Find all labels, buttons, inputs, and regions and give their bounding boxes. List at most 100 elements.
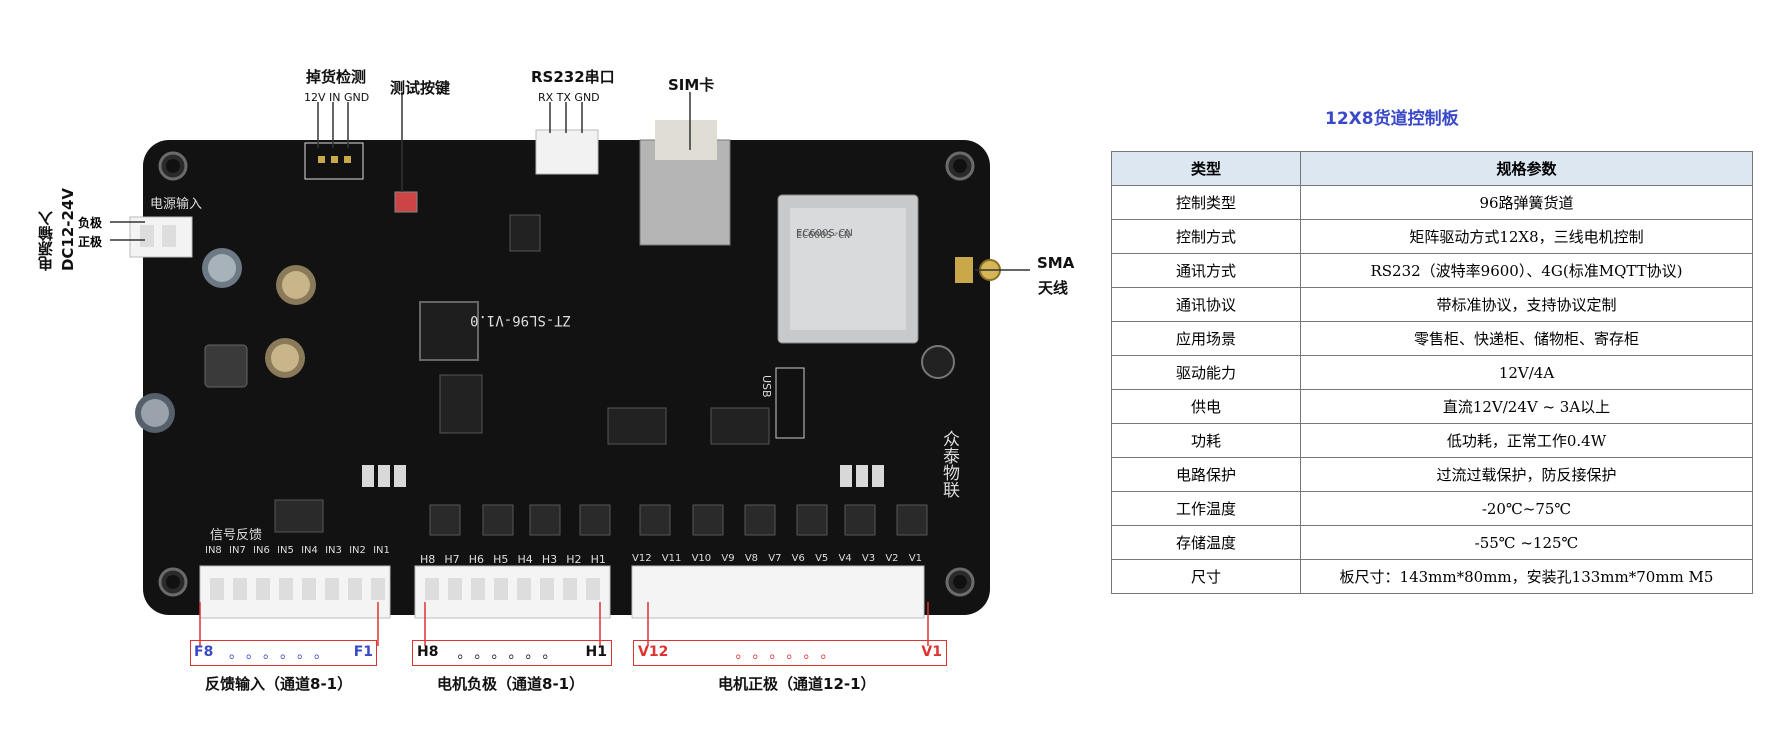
motor-pos-caption: 电机正极（通道12-1） bbox=[718, 675, 876, 693]
pin-label: IN2 bbox=[349, 545, 366, 556]
board-name-silk: ZT-SL96-V1.0 bbox=[470, 312, 572, 328]
pin-label: V7 bbox=[768, 553, 782, 564]
pin-label: IN8 bbox=[205, 545, 222, 556]
motor-pos-connector-box: V12 。。。。。。 V1 bbox=[633, 640, 947, 666]
table-row: 存储温度-55℃ ~125℃ bbox=[1111, 525, 1753, 560]
motor-neg-connector-box: H8 。。。。。。 H1 bbox=[412, 640, 612, 666]
spec-key: 应用场景 bbox=[1111, 321, 1301, 356]
test-key-label: 测试按键 bbox=[390, 79, 451, 97]
pin-label: H3 bbox=[541, 553, 558, 566]
spec-value: 96路弹簧货道 bbox=[1300, 185, 1753, 220]
pos-label: 正极 bbox=[78, 235, 103, 249]
spec-key: 功耗 bbox=[1111, 423, 1301, 458]
spec-key: 尺寸 bbox=[1111, 559, 1301, 594]
connector-dots: 。。。。。。 bbox=[229, 646, 338, 662]
spec-value: 低功耗，正常工作0.4W bbox=[1300, 423, 1753, 458]
header-spec: 规格参数 bbox=[1300, 151, 1753, 186]
table-row: 功耗低功耗，正常工作0.4W bbox=[1111, 423, 1753, 458]
pin-label: H1 bbox=[590, 553, 606, 566]
spec-key: 驱动能力 bbox=[1111, 355, 1301, 390]
in-pin-labels: IN8 IN7 IN6 IN5 IN4 IN3 IN2 IN1 bbox=[205, 545, 390, 556]
connector-left-label: H8 bbox=[417, 644, 439, 660]
pin-label: V12 bbox=[632, 553, 652, 564]
connector-right-label: F1 bbox=[353, 644, 373, 660]
connector-left-label: V12 bbox=[638, 644, 669, 660]
pin-label: H6 bbox=[468, 553, 485, 566]
board-power-in-silk: 电源输入 bbox=[150, 197, 203, 212]
pin-label: V4 bbox=[838, 553, 852, 564]
board-brand-silk: 众泰物联 bbox=[939, 430, 959, 498]
spec-value: 零售柜、快递柜、储物柜、寄存柜 bbox=[1300, 321, 1753, 356]
table-row: 工作温度-20℃~75℃ bbox=[1111, 491, 1753, 526]
pin-label: V2 bbox=[885, 553, 899, 564]
pin-label: V8 bbox=[744, 553, 759, 564]
connector-right-label: V1 bbox=[921, 644, 942, 660]
drop-detect-label: 掉货检测 bbox=[306, 68, 367, 86]
pin-label: V6 bbox=[791, 553, 805, 564]
spec-value: RS232（波特率9600）、4G(标准MQTT协议) bbox=[1300, 253, 1753, 288]
pin-label: V1 bbox=[908, 553, 922, 564]
spec-value: 带标准协议，支持协议定制 bbox=[1300, 287, 1753, 322]
pin-label: IN1 bbox=[373, 545, 390, 556]
pin-label: V10 bbox=[691, 553, 712, 564]
pin-label: IN5 bbox=[277, 545, 294, 556]
table-row: 电路保护过流过载保护，防反接保护 bbox=[1111, 457, 1753, 492]
spec-value: 过流过载保护，防反接保护 bbox=[1300, 457, 1753, 492]
pin-label: IN4 bbox=[301, 545, 318, 556]
pin-label: V3 bbox=[861, 553, 876, 564]
sim-label: SIM卡 bbox=[668, 76, 715, 94]
svg-text:EC600S-CN: EC600S-CN bbox=[796, 230, 850, 241]
spec-key: 控制类型 bbox=[1111, 185, 1301, 220]
antenna-label: 天线 bbox=[1038, 279, 1069, 297]
drop-detect-pins: 12V IN GND bbox=[304, 91, 370, 104]
rs232-pins: RX TX GND bbox=[538, 91, 600, 104]
pin-label: H7 bbox=[444, 553, 460, 566]
spec-key: 电路保护 bbox=[1111, 457, 1301, 492]
pin-label: H2 bbox=[566, 553, 582, 566]
table-row: 供电直流12V/24V ~ 3A以上 bbox=[1111, 389, 1753, 424]
rs232-label: RS232串口 bbox=[531, 68, 615, 86]
spec-key: 存储温度 bbox=[1111, 525, 1301, 560]
spec-value: 板尺寸：143mm*80mm，安装孔133mm*70mm M5 bbox=[1300, 559, 1753, 594]
spec-key: 控制方式 bbox=[1111, 219, 1301, 254]
table-header-row: 类型 规格参数 bbox=[1111, 151, 1753, 186]
spec-key: 通讯方式 bbox=[1111, 253, 1301, 288]
spec-key: 工作温度 bbox=[1111, 491, 1301, 526]
board-usb-silk: USB bbox=[760, 375, 773, 398]
connector-dots: 。。。。。。 bbox=[457, 646, 567, 662]
table-row: 通讯协议带标准协议，支持协议定制 bbox=[1111, 287, 1753, 322]
sma-label: SMA bbox=[1037, 254, 1075, 272]
motor-neg-caption: 电机负极（通道8-1） bbox=[437, 675, 585, 693]
spec-value: -55℃ ~125℃ bbox=[1300, 525, 1753, 560]
connector-right-label: H1 bbox=[585, 644, 607, 660]
pin-label: V11 bbox=[661, 553, 682, 564]
spec-key: 供电 bbox=[1111, 389, 1301, 424]
pin-label: H5 bbox=[493, 553, 509, 566]
pin-label: IN7 bbox=[229, 545, 246, 556]
connector-left-label: F8 bbox=[194, 644, 214, 660]
table-row: 应用场景零售柜、快递柜、储物柜、寄存柜 bbox=[1111, 321, 1753, 356]
spec-value: 12V/4A bbox=[1300, 355, 1753, 390]
pin-label: V5 bbox=[815, 553, 829, 564]
power-input-label: 电源输入 DC12-24V bbox=[37, 188, 77, 272]
pin-label: IN6 bbox=[253, 545, 270, 556]
pin-label: H8 bbox=[420, 553, 436, 566]
table-row: 尺寸板尺寸：143mm*80mm，安装孔133mm*70mm M5 bbox=[1111, 559, 1753, 594]
neg-label: 负极 bbox=[78, 216, 103, 230]
pin-label: IN3 bbox=[325, 545, 342, 556]
board-signal-feedback-silk: 信号反馈 bbox=[210, 528, 263, 543]
spec-title: 12X8货道控制板 bbox=[1325, 109, 1459, 129]
header-type: 类型 bbox=[1111, 151, 1301, 186]
feedback-caption: 反馈输入（通道8-1） bbox=[205, 675, 353, 693]
feedback-connector-box: F8 。。。。。。 F1 bbox=[190, 640, 377, 666]
connector-dots: 。。。。。。 bbox=[735, 646, 845, 662]
spec-value: -20℃~75℃ bbox=[1300, 491, 1753, 526]
spec-value: 直流12V/24V ~ 3A以上 bbox=[1300, 389, 1753, 424]
